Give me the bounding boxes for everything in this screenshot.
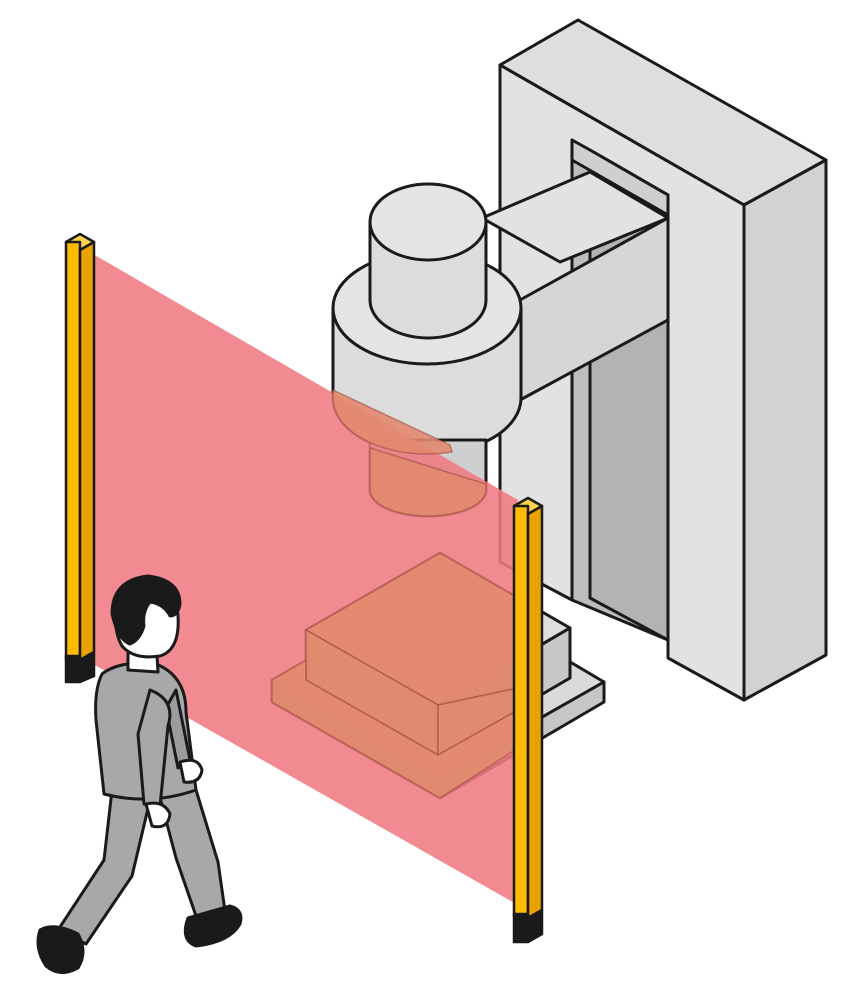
frame-side-face [742, 158, 828, 702]
worker-icon [36, 574, 243, 974]
left-sensor-post [64, 232, 96, 684]
light-curtain-icon [64, 232, 544, 944]
worker-hair [110, 574, 182, 646]
worker-back-shoe [183, 904, 243, 948]
left-sensor-cap [64, 654, 82, 684]
worker-front-shoe [36, 925, 85, 974]
field-overlap-tint [271, 389, 519, 799]
right-sensor-cap [512, 912, 530, 944]
right-sensor-post [512, 496, 544, 944]
frame-opening-lintel [570, 138, 670, 217]
worker-front-hand [144, 801, 172, 829]
worker-back-hand [178, 758, 204, 784]
worker-back-arm [164, 688, 192, 770]
worker-front-leg [56, 788, 152, 946]
upper-cylinder-top [368, 182, 488, 262]
